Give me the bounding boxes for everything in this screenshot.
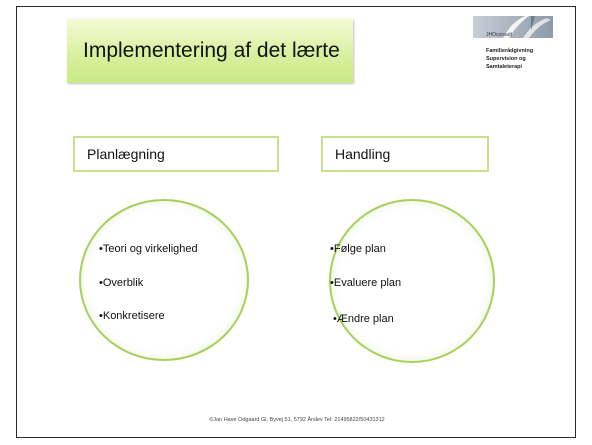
slide: Implementering af det lærte JHOconsult F… <box>16 6 576 438</box>
action-item: •Evaluere plan <box>330 277 402 289</box>
planning-header: Planlægning <box>87 146 165 162</box>
action-bubble <box>329 199 495 363</box>
action-header-box: Handling <box>321 136 489 172</box>
logo-line-2: Supervision og <box>486 56 526 62</box>
slide-title: Implementering af det lærte <box>83 39 340 62</box>
planning-item: •Overblik <box>99 277 144 289</box>
action-item: •Ændre plan <box>333 313 394 325</box>
planning-item: •Konkretisere <box>99 310 165 322</box>
planning-bubble <box>79 199 249 361</box>
company-logo: JHOconsult Familierådgivning Supervision… <box>473 16 553 78</box>
slide-footer: ©Jan Have Odgaard Gl. Byvej 51, 5792 Års… <box>209 417 385 423</box>
logo-line-3: Samtaleterapi <box>486 64 523 70</box>
title-box: Implementering af det lærte <box>67 19 353 83</box>
action-header: Handling <box>335 146 391 162</box>
planning-item: •Teori og virkelighed <box>99 243 198 255</box>
action-item: •Følge plan <box>330 243 386 255</box>
logo-line-1: Familierådgivning <box>486 48 534 54</box>
logo-graphic <box>473 16 553 38</box>
planning-header-box: Planlægning <box>73 136 279 172</box>
logo-brand-text: JHOconsult <box>486 32 512 38</box>
